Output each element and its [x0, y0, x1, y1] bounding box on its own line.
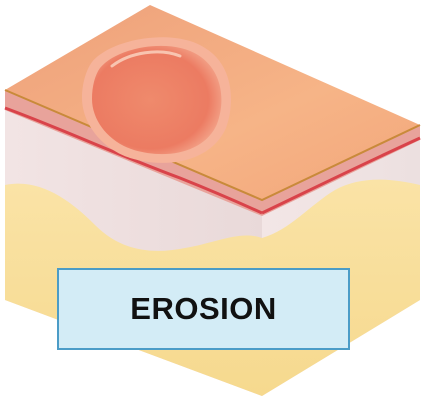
diagnosis-label-box: EROSION — [57, 268, 350, 350]
diagnosis-label: EROSION — [130, 291, 276, 327]
